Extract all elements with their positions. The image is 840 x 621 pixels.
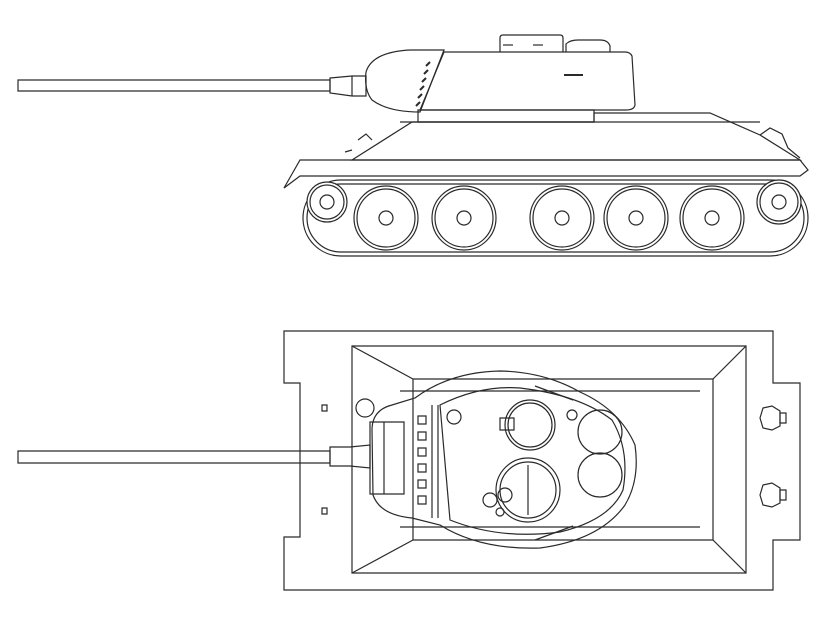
- turret-top: [356, 371, 636, 548]
- periscope: [356, 399, 374, 417]
- hull-side: [284, 113, 808, 188]
- drive-sprocket: [757, 180, 801, 224]
- road-wheel: [604, 186, 668, 250]
- vision-blocks: [418, 416, 426, 504]
- headlight-bolts: [322, 405, 327, 514]
- top-view: [18, 331, 800, 590]
- idler-wheel: [307, 182, 347, 222]
- side-view: [18, 35, 808, 256]
- rear-hatch: [566, 40, 610, 52]
- track-side: [303, 180, 808, 256]
- mantlet-top: [370, 422, 404, 494]
- fender: [284, 160, 808, 188]
- commander-cupola-top: [496, 458, 560, 522]
- hatch-loader: [505, 400, 555, 450]
- road-wheel: [680, 186, 744, 250]
- exhaust-pipes: [760, 406, 786, 507]
- road-wheel: [432, 186, 496, 250]
- road-wheel: [530, 186, 594, 250]
- ventilator-domes: [578, 410, 622, 497]
- road-wheels-side: [307, 180, 801, 250]
- engine-deck-bevel: [352, 346, 746, 573]
- gun-barrel-side: [18, 76, 366, 96]
- road-wheel: [354, 186, 418, 250]
- hull-outline-top: [284, 331, 800, 590]
- gun-barrel-top: [18, 445, 370, 468]
- commander-cupola: [500, 35, 563, 52]
- turret-side: [366, 35, 635, 122]
